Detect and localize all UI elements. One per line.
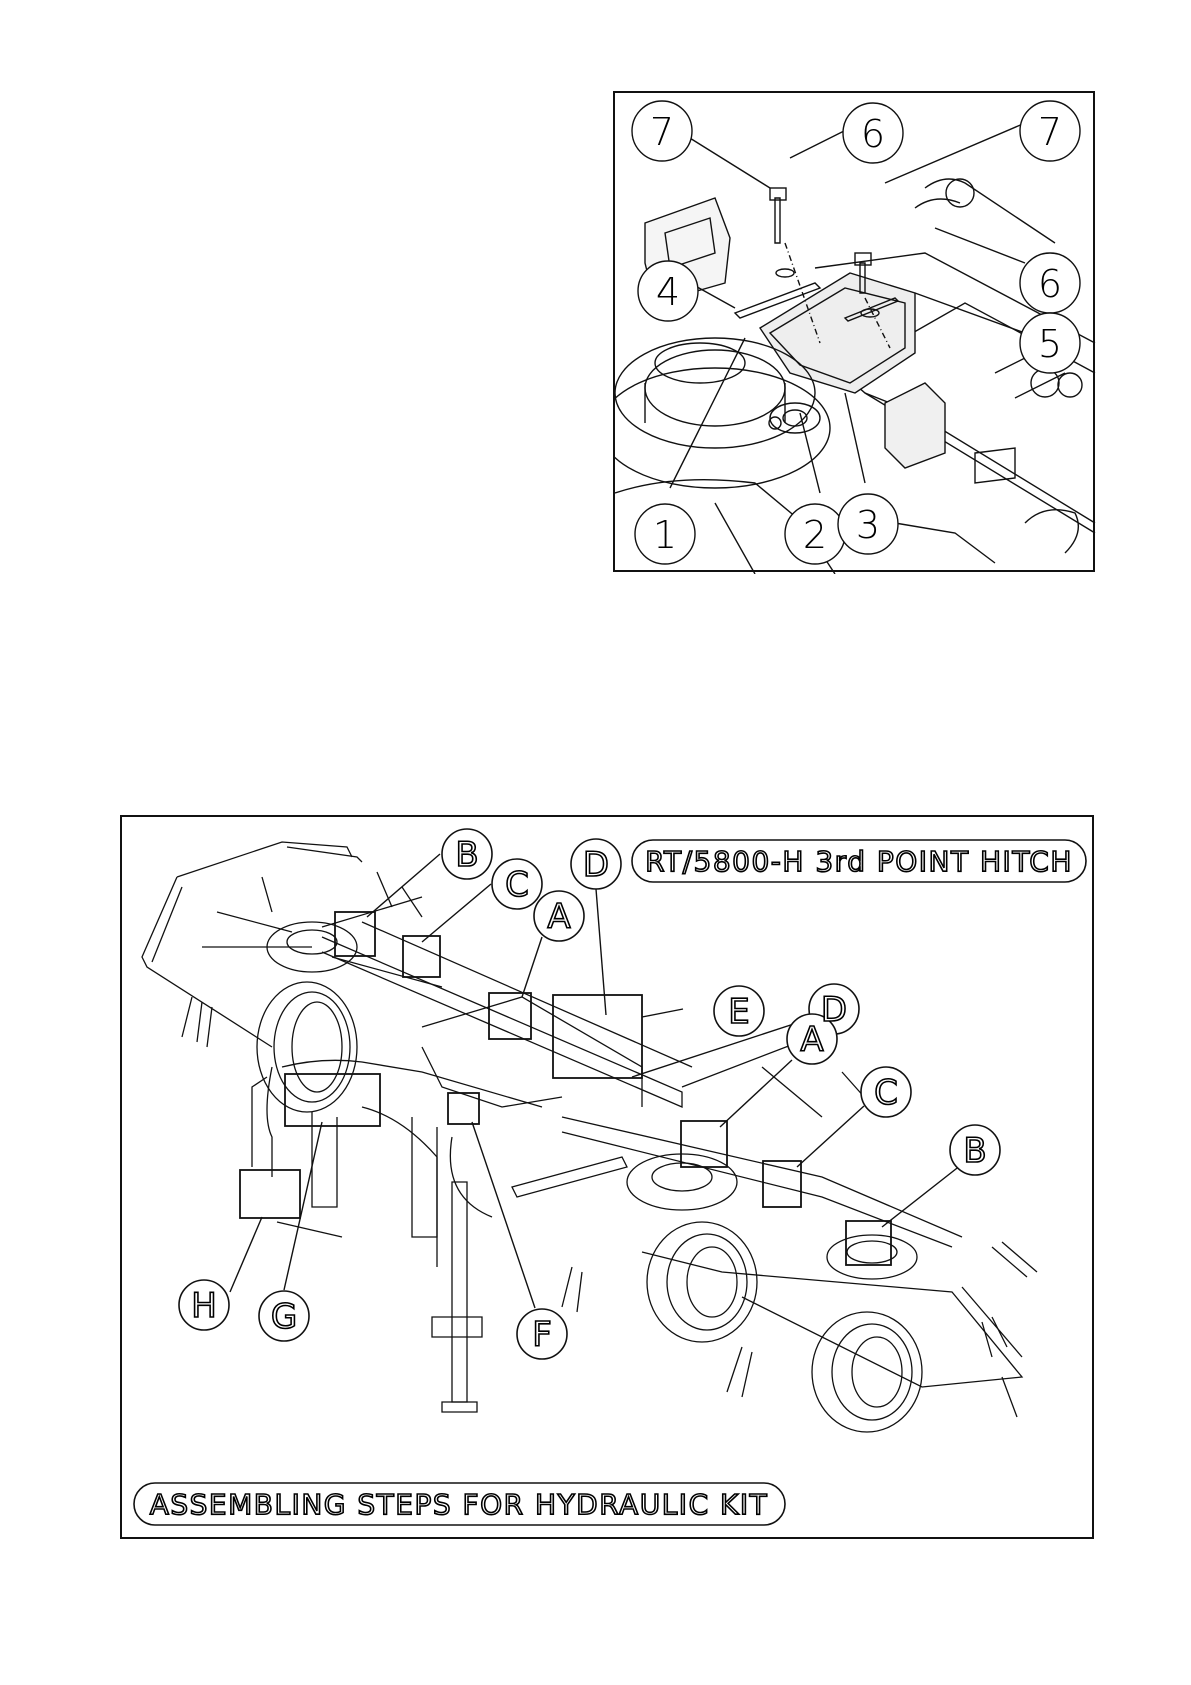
detail-figure: 7 6 7 6 4 5 1 2 3: [613, 91, 1095, 572]
callout-6-right: 6: [1038, 262, 1062, 306]
callout-g: G: [271, 1297, 297, 1337]
callout-4: 4: [656, 270, 680, 314]
caption-badge: ASSEMBLING STEPS FOR HYDRAULIC KIT: [134, 1483, 785, 1525]
machine-outline: [142, 842, 1037, 1432]
callout-6-top: 6: [861, 112, 885, 156]
callout-f: F: [532, 1315, 552, 1355]
callout-d-left: D: [583, 845, 609, 885]
callout-b-right: B: [963, 1131, 986, 1171]
callout-d-right: D: [821, 990, 847, 1030]
callout-e: E: [728, 992, 749, 1032]
caption-text: ASSEMBLING STEPS FOR HYDRAULIC KIT: [150, 1488, 769, 1521]
detail-box-a-left: [489, 993, 531, 1039]
detail-box-a-right: [681, 1121, 727, 1167]
callout-5: 5: [1038, 322, 1062, 366]
title-badge: RT/5800-H 3rd POINT HITCH: [632, 840, 1086, 882]
callout-b-left: B: [455, 835, 478, 875]
callout-a-left: A: [547, 897, 570, 937]
main-figure: RT/5800-H 3rd POINT HITCH ASSEMBLING STE…: [120, 815, 1094, 1539]
callout-c-right: C: [874, 1073, 898, 1113]
title-text: RT/5800-H 3rd POINT HITCH: [645, 845, 1073, 878]
callout-c-left: C: [505, 865, 529, 905]
callout-2: 2: [803, 513, 827, 557]
callout-7-right: 7: [1038, 110, 1062, 154]
callout-3: 3: [856, 503, 880, 547]
callout-h: H: [191, 1286, 217, 1326]
detail-box-d-e: [553, 995, 642, 1078]
detail-box-h: [240, 1170, 300, 1218]
callout-1: 1: [653, 513, 677, 557]
detail-box-b-left: [335, 912, 375, 956]
detail-drawing: 7 6 7 6 4 5 1 2 3: [615, 93, 1097, 574]
callout-a-right: A: [800, 1020, 823, 1060]
callout-7-left: 7: [650, 110, 674, 154]
hitch-drawing: RT/5800-H 3rd POINT HITCH ASSEMBLING STE…: [122, 817, 1096, 1541]
